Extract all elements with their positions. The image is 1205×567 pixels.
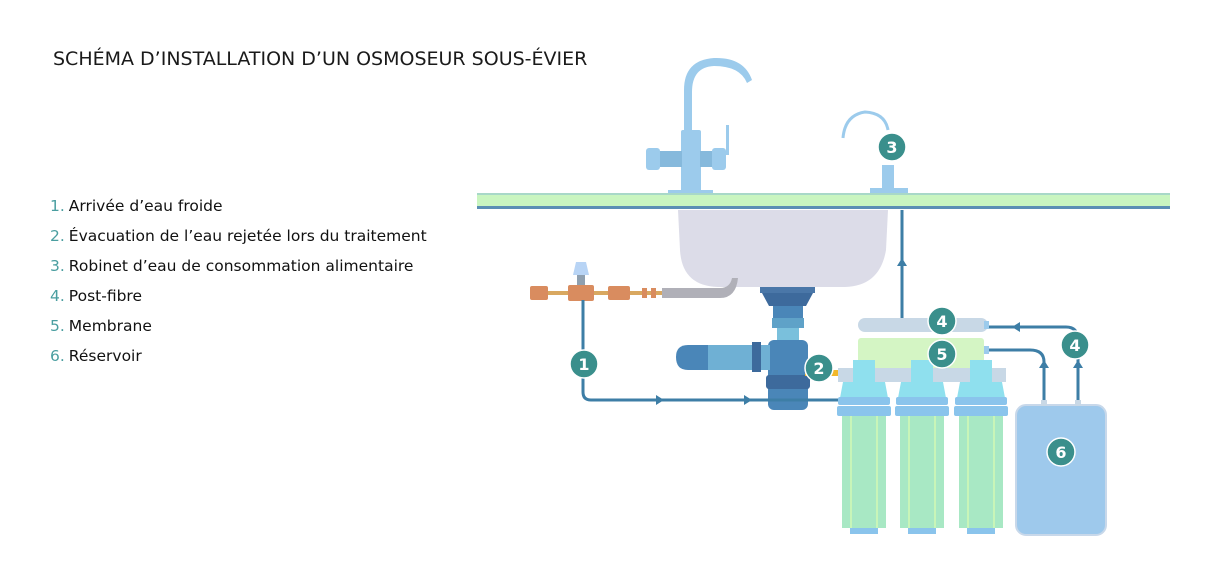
badge-4-line: 4 (1060, 330, 1090, 360)
badge-2: 2 (804, 353, 834, 383)
legend-number: 6. (50, 347, 65, 365)
sink-drain-siphon (676, 287, 815, 410)
legend-label: Réservoir (68, 347, 142, 365)
sink-basin (678, 210, 888, 287)
svg-text:4: 4 (936, 312, 947, 331)
svg-text:2: 2 (813, 359, 824, 378)
legend-item-3: 3.Robinet d’eau de consommation alimenta… (50, 251, 427, 281)
legend-list: 1.Arrivée d’eau froide 2.Évacuation de l… (50, 191, 427, 371)
filter-cartridge-3 (954, 360, 1008, 534)
badge-3: 3 (877, 132, 907, 162)
svg-text:3: 3 (886, 138, 897, 157)
legend-number: 5. (50, 317, 65, 335)
svg-text:4: 4 (1069, 336, 1080, 355)
post-filter (858, 318, 989, 332)
legend-label: Membrane (68, 317, 152, 335)
svg-text:6: 6 (1055, 443, 1066, 462)
legend-item-1: 1.Arrivée d’eau froide (50, 191, 427, 221)
legend-number: 1. (50, 197, 65, 215)
legend-number: 3. (50, 257, 65, 275)
page-title: SCHÉMA D’INSTALLATION D’UN OSMOSEUR SOUS… (53, 48, 588, 70)
mixer-faucet-icon (646, 57, 752, 194)
filter-cartridge-2 (895, 360, 949, 534)
reservoir-tank (1015, 400, 1107, 536)
legend-label: Post-fibre (68, 287, 142, 305)
badge-5: 5 (927, 339, 957, 369)
filter-cartridge-1 (837, 360, 891, 534)
badge-6: 6 (1046, 437, 1076, 467)
legend-label: Arrivée d’eau froide (68, 197, 223, 215)
flow-arrows (656, 258, 1083, 405)
legend-item-2: 2.Évacuation de l’eau rejetée lors du tr… (50, 221, 427, 251)
countertop (477, 193, 1170, 209)
legend-item-4: 4.Post-fibre (50, 281, 427, 311)
badge-1: 1 (569, 349, 599, 379)
drinking-water-tap-icon (841, 110, 908, 193)
legend-number: 2. (50, 227, 65, 245)
svg-text:1: 1 (578, 355, 589, 374)
legend-number: 4. (50, 287, 65, 305)
badge-4-post-filter: 4 (927, 306, 957, 336)
legend-item-6: 6.Réservoir (50, 341, 427, 371)
legend-item-5: 5.Membrane (50, 311, 427, 341)
legend-label: Robinet d’eau de consommation alimentair… (68, 257, 414, 275)
legend-label: Évacuation de l’eau rejetée lors du trai… (68, 227, 427, 245)
cold-water-valve (530, 262, 738, 301)
svg-text:5: 5 (936, 345, 947, 364)
